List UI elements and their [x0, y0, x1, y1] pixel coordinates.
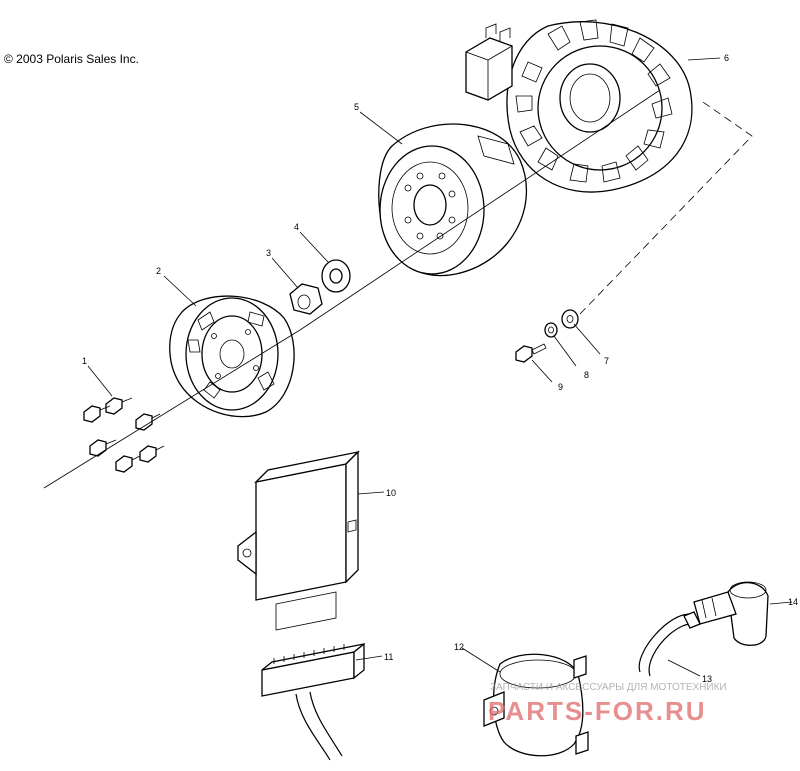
callout-1: 1: [82, 356, 87, 366]
leader-lines: [87, 57, 793, 677]
callout-4: 4: [294, 222, 299, 232]
part-1-bolts: [83, 397, 165, 473]
part-5-flywheel: [378, 123, 528, 277]
callout-numbers: 1 2 3 4 5 6 7 8 9 10 11 12 13 14: [82, 53, 798, 684]
callout-8: 8: [584, 370, 589, 380]
part-13-ht-lead: [638, 613, 693, 677]
part-14-spark-plug-cap: [683, 581, 769, 646]
watermark-site: PARTS-FOR.RU: [488, 696, 707, 726]
callout-10: 10: [386, 488, 396, 498]
part-4-washer: [321, 259, 351, 293]
part-12-ignition-coil: [483, 653, 589, 757]
callout-13: 13: [702, 674, 712, 684]
part-10-cdi-box: [237, 450, 360, 631]
watermark: ЗАПЧАСТИ И АКСЕССУАРЫ ДЛЯ МОТОТЕХНИКИ PA…: [488, 682, 727, 726]
part-2-starter-cup: [169, 295, 295, 418]
part-7-washer: [561, 309, 579, 329]
callout-9: 9: [558, 382, 563, 392]
alignment-lines: [43, 89, 753, 489]
callout-11: 11: [384, 652, 393, 662]
part-8-lock-washer: [544, 322, 558, 338]
callout-7: 7: [604, 356, 609, 366]
callout-14: 14: [788, 597, 798, 607]
watermark-tagline: ЗАПЧАСТИ И АКСЕССУАРЫ ДЛЯ МОТОТЕХНИКИ: [490, 682, 727, 693]
callout-6: 6: [724, 53, 729, 63]
part-11-connector: [261, 642, 365, 761]
part-9-screw: [515, 343, 547, 363]
callout-12: 12: [454, 642, 464, 652]
part-3-nut: [289, 283, 323, 315]
callout-3: 3: [266, 248, 271, 258]
callout-5: 5: [354, 102, 359, 112]
part-6-stator: [465, 19, 693, 193]
copyright-notice: © 2003 Polaris Sales Inc.: [4, 52, 139, 66]
callout-2: 2: [156, 266, 161, 276]
